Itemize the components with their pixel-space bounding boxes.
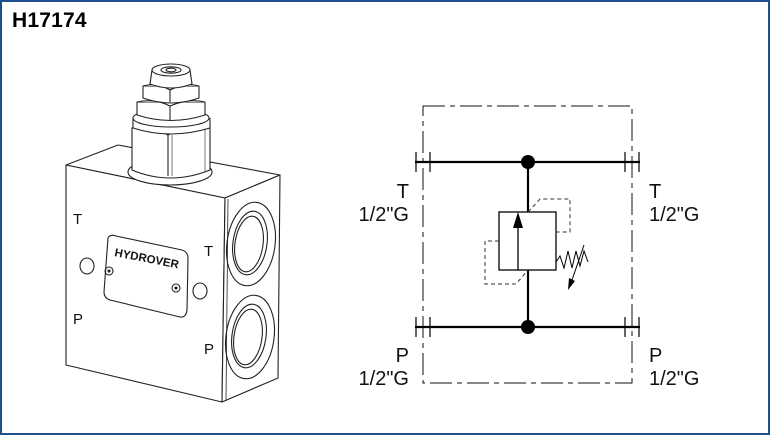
nameplate [103, 234, 189, 318]
cartridge-lock-nut [136, 101, 206, 121]
side-port-p [224, 294, 276, 380]
front-hole-left [79, 257, 95, 275]
cartridge-hex-body [131, 127, 211, 179]
relief-valve-symbol [484, 198, 589, 290]
port-bl-size: 1/2"G [359, 368, 409, 390]
front-label-p: P [73, 311, 83, 328]
port-tl-name: T [397, 181, 409, 203]
front-label-t: T [73, 211, 82, 228]
port-br-size: 1/2"G [649, 368, 699, 390]
hex-socket-icon [165, 67, 177, 73]
junction-dot-top [521, 155, 535, 169]
adjustment-arrow-icon [568, 278, 575, 290]
enclosure-boundary [422, 105, 633, 384]
port-tr-size: 1/2"G [649, 204, 699, 226]
junction-dot-bottom [521, 320, 535, 334]
part-number-title: H17174 [12, 9, 87, 32]
flow-arrow-icon [513, 212, 523, 228]
port-tl-size: 1/2"G [359, 204, 409, 226]
front-hole-right [192, 282, 208, 300]
block-side-face [221, 174, 281, 403]
port-bl-name: P [396, 345, 409, 367]
side-label-p: P [204, 341, 214, 358]
spring-icon [555, 249, 589, 270]
side-label-t: T [204, 243, 213, 260]
port-br-name: P [649, 345, 662, 367]
side-port-t [225, 201, 277, 287]
port-tr-name: T [649, 181, 661, 203]
